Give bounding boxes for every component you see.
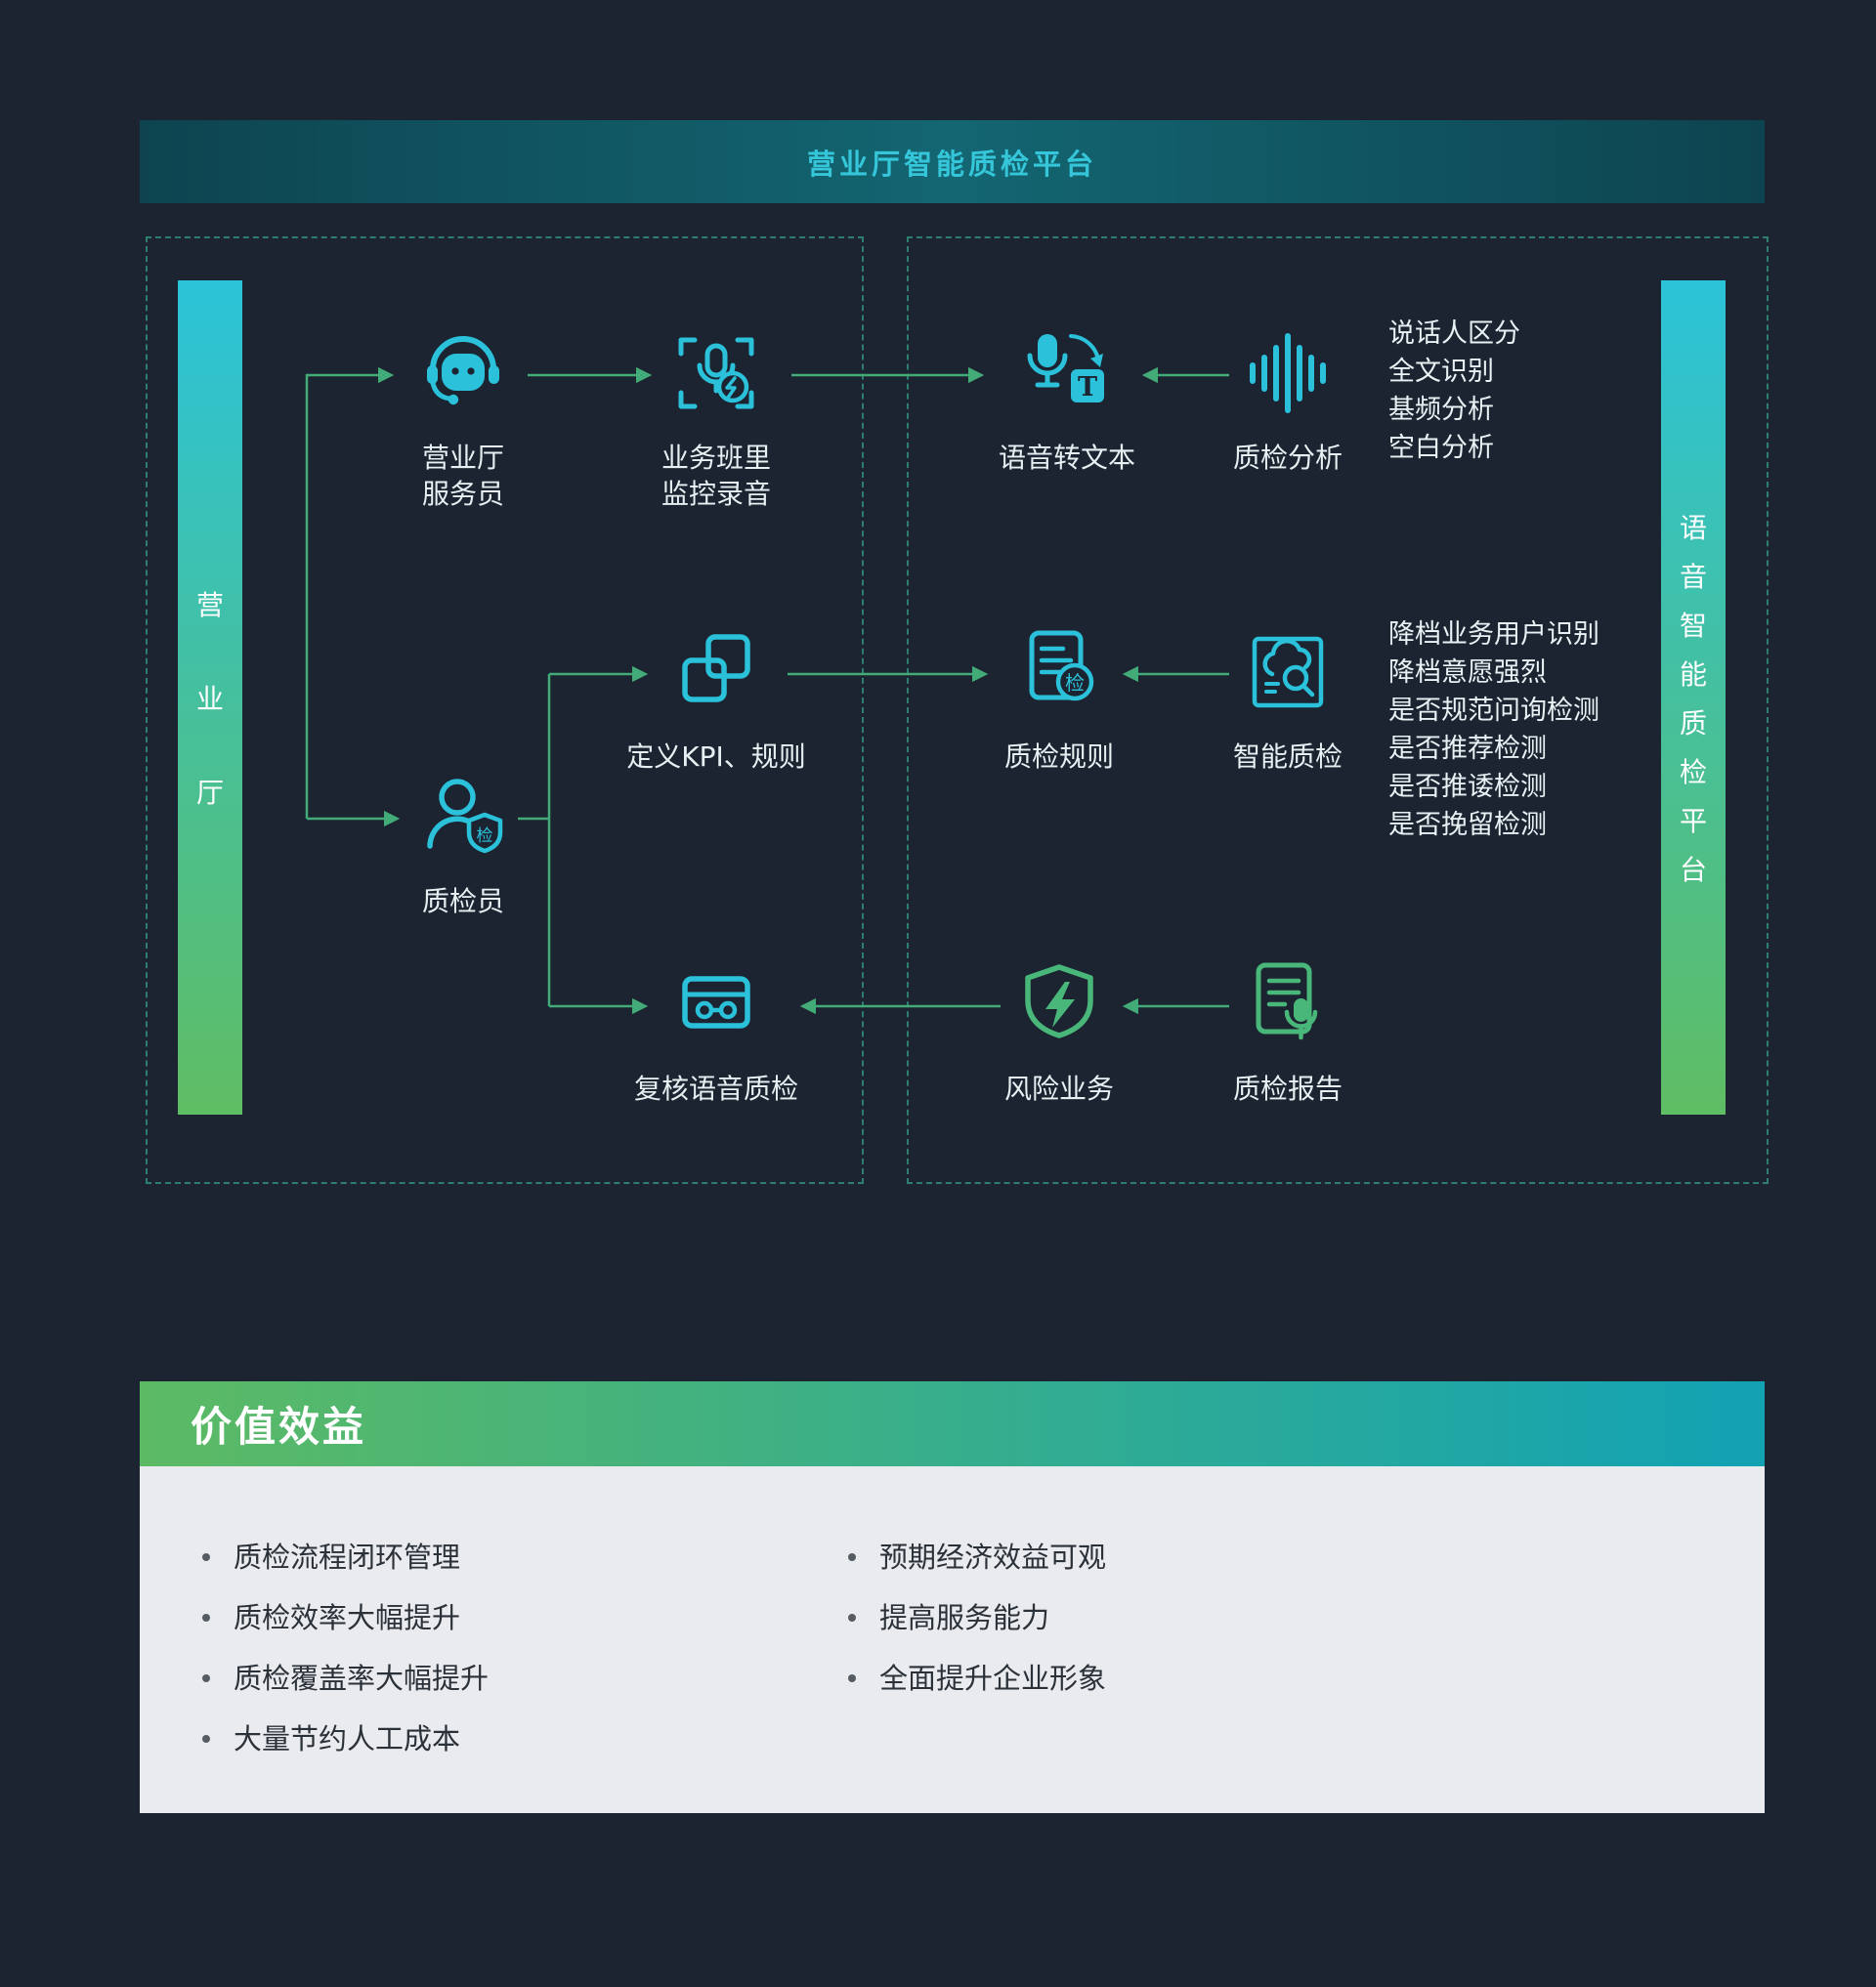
risk-shield-icon [1025, 964, 1093, 1038]
node-label: 复核语音质检 [633, 1073, 798, 1105]
node-label: 业务班里 监控录音 [661, 442, 771, 510]
node-label: 智能质检 [1232, 740, 1343, 773]
list-item: 是否规范问询检测 [1388, 696, 1599, 726]
side-bar-char: 厅 [195, 777, 224, 809]
cloud-search-icon [1252, 636, 1324, 708]
node-qc-analysis: 质检分析 [1141, 322, 1434, 476]
platform-title-banner: 营业厅智能质检平台 [140, 120, 1765, 203]
list-item: 全文识别 [1388, 357, 1494, 387]
platform-title: 营业厅智能质检平台 [806, 147, 1097, 181]
side-bar-char: 质 [1679, 707, 1707, 740]
node-qc-report: 质检报告 [1141, 953, 1434, 1107]
node-qc-rules: 检 质检规则 [913, 621, 1206, 775]
list-item: 说话人区分 [1388, 318, 1520, 349]
headset-agent-icon [427, 336, 499, 405]
business-hall-side-bar: 营 业 厅 [178, 280, 242, 1115]
tape-review-icon [682, 976, 750, 1029]
voice-qc-platform-zone-border [907, 236, 1769, 1184]
business-hall-zone-border [146, 236, 864, 1184]
list-item: 提高服务能力 [846, 1597, 1106, 1638]
monitor-recording-icon [678, 337, 754, 409]
report-mic-icon [1256, 962, 1318, 1040]
list-item: 质检效率大幅提升 [200, 1597, 489, 1638]
node-speech-to-text: T 语音转文本 [920, 322, 1214, 476]
side-bar-char: 平 [1679, 805, 1707, 837]
node-monitor-recording: 业务班里 监控录音 [570, 322, 863, 512]
list-item: 是否推诿检测 [1388, 772, 1547, 802]
rules-document-icon: 检 [1029, 630, 1094, 701]
side-bar-char: 台 [1679, 854, 1707, 886]
benefits-right-list: 预期经济效益可观 提高服务能力 全面提升企业形象 [846, 1537, 1106, 1718]
side-bar-char: 能 [1679, 658, 1707, 691]
node-label: 质检分析 [1232, 442, 1343, 474]
list-item: 是否推荐检测 [1388, 734, 1547, 764]
qc-analysis-feature-list: 说话人区分 全文识别 基频分析 空白分析 [1388, 315, 1520, 467]
node-label: 定义KPI、规则 [626, 740, 806, 773]
voice-qc-side-bar: 语 音 智 能 质 检 平 台 [1661, 280, 1726, 1115]
list-item: 空白分析 [1388, 433, 1494, 463]
list-item: 是否挽留检测 [1388, 810, 1547, 840]
waveform-icon [1250, 333, 1326, 413]
node-attendant: 营业厅 服务员 [317, 322, 610, 512]
speech-to-text-icon: T [1027, 334, 1104, 402]
list-item: 质检流程闭环管理 [200, 1537, 489, 1578]
side-bar-char: 智 [1679, 610, 1707, 642]
node-inspector: 检 质检员 [317, 766, 610, 919]
side-bar-char: 营 [195, 589, 224, 621]
node-define-kpi-rules: 定义KPI、规则 [570, 621, 863, 775]
node-label: 质检员 [421, 885, 504, 917]
letter-t-badge: T [1078, 372, 1097, 402]
node-label: 风险业务 [1003, 1073, 1114, 1105]
benefits-left-list: 质检流程闭环管理 质检效率大幅提升 质检覆盖率大幅提升 大量节约人工成本 [200, 1537, 489, 1779]
list-item: 大量节约人工成本 [200, 1718, 489, 1759]
benefits-body: 质检流程闭环管理 质检效率大幅提升 质检覆盖率大幅提升 大量节约人工成本 预期经… [140, 1466, 1765, 1813]
side-bar-char: 语 [1679, 512, 1707, 544]
list-item: 降档意愿强烈 [1388, 657, 1547, 688]
list-item: 基频分析 [1388, 395, 1494, 425]
list-item: 全面提升企业形象 [846, 1658, 1106, 1699]
list-item: 降档业务用户识别 [1388, 619, 1599, 650]
list-item: 质检覆盖率大幅提升 [200, 1658, 489, 1699]
smart-qc-feature-list: 降档业务用户识别 降档意愿强烈 是否规范问询检测 是否推荐检测 是否推诿检测 是… [1388, 615, 1599, 844]
list-item: 预期经济效益可观 [846, 1537, 1106, 1578]
side-bar-char: 业 [195, 683, 224, 715]
benefits-title: 价值效益 [191, 1403, 367, 1451]
node-label: 营业厅 服务员 [421, 442, 504, 510]
inspect-badge: 检 [477, 826, 493, 846]
overlapping-squares-icon [682, 634, 750, 702]
side-bar-char: 检 [1679, 756, 1707, 788]
node-label: 质检规则 [1003, 740, 1114, 773]
side-bar-char: 音 [1679, 561, 1707, 593]
inspect-badge: 检 [1065, 671, 1085, 695]
benefits-header: 价值效益 [140, 1381, 1765, 1466]
node-smart-qc: 智能质检 [1141, 621, 1434, 775]
node-label: 语音转文本 [998, 442, 1135, 474]
inspector-person-icon: 检 [427, 779, 503, 854]
node-label: 质检报告 [1232, 1073, 1343, 1105]
node-review-voice-qc: 复核语音质检 [570, 953, 863, 1107]
node-risk-business: 风险业务 [913, 953, 1206, 1107]
